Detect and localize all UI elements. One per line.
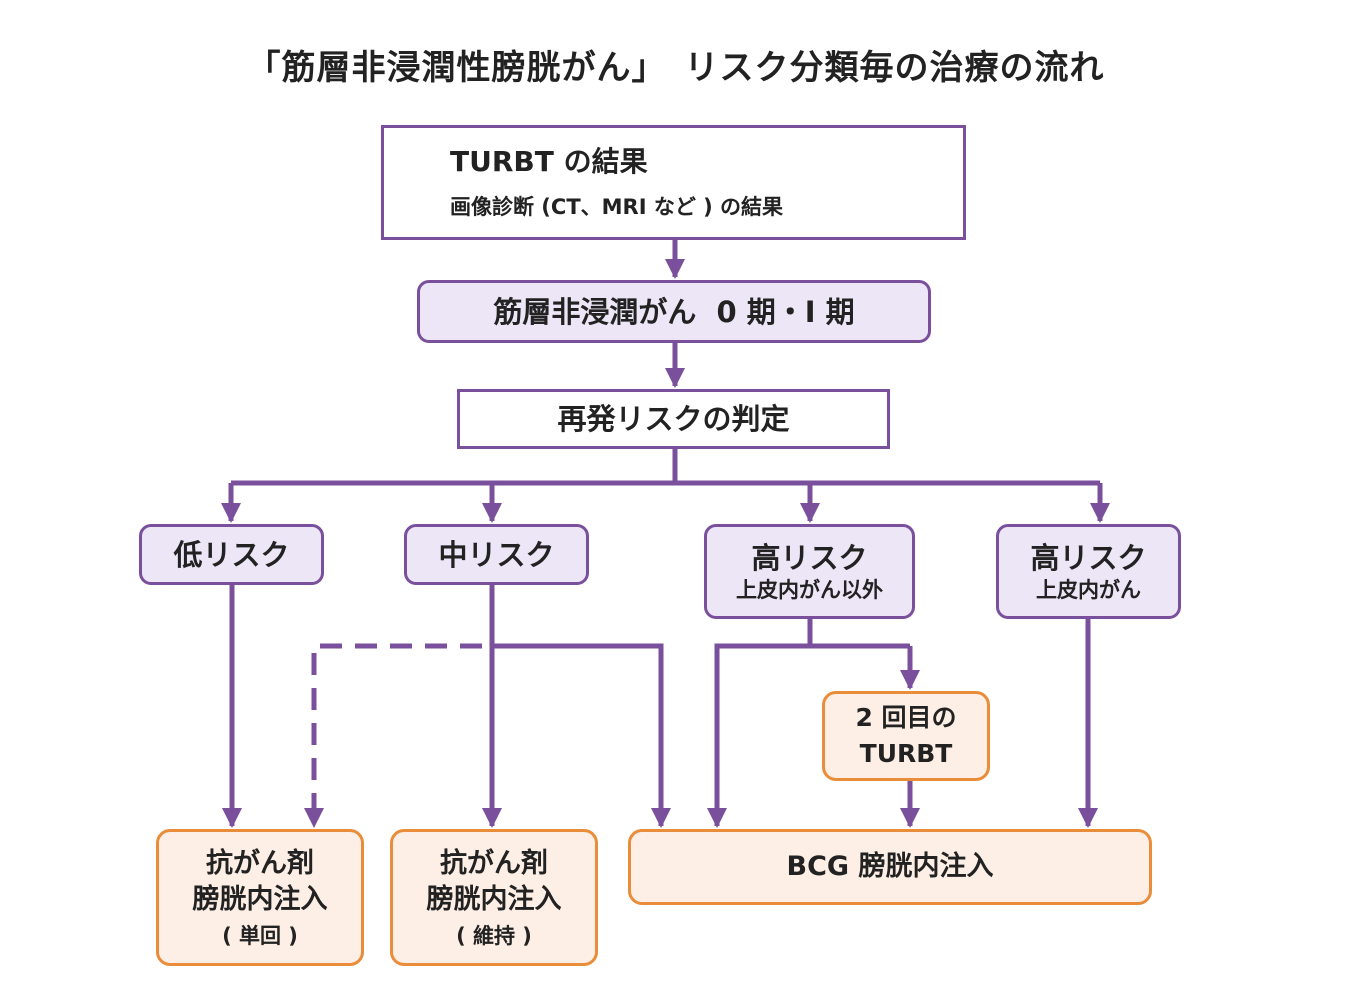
second-turbt-label-1: 2 回目の <box>855 703 957 732</box>
low-risk-box: 低リスク <box>139 524 324 585</box>
stage-box: 筋層非浸潤がん 0 期・I 期 <box>417 280 931 343</box>
second-turbt-label-2: TURBT <box>859 739 953 768</box>
high-risk-cis-label: 高リスク <box>1030 540 1147 575</box>
turbt-result-label: TURBT の結果 <box>450 144 648 178</box>
chemo-maintenance-label-1: 抗がん剤 <box>440 847 548 879</box>
chemo-single-label-2: 膀胱内注入 <box>192 883 328 915</box>
high-risk-other-sublabel: 上皮内がん以外 <box>736 577 883 602</box>
arrow-high-other-to-bcg <box>707 643 910 828</box>
chemo-single-sublabel: ( 単回 ) <box>222 923 298 948</box>
page-title: 「筋層非浸潤性膀胱がん」 リスク分類毎の治療の流れ <box>246 48 1105 88</box>
chemo-maintenance-box: 抗がん剤 膀胱内注入 ( 維持 ) <box>390 829 598 966</box>
mid-risk-box: 中リスク <box>404 524 589 585</box>
stage-label: 筋層非浸潤がん 0 期・I 期 <box>493 294 855 329</box>
chemo-maintenance-label-2: 膀胱内注入 <box>426 883 562 915</box>
high-risk-cis-sublabel: 上皮内がん <box>1036 577 1141 602</box>
bcg-box: BCG 膀胱内注入 <box>628 829 1152 905</box>
chemo-maintenance-sublabel: ( 維持 ) <box>456 923 532 948</box>
mid-risk-label: 中リスク <box>438 537 555 572</box>
chemo-single-box: 抗がん剤 膀胱内注入 ( 単回 ) <box>156 829 364 966</box>
low-risk-label: 低リスク <box>173 537 290 572</box>
arrow-mid-to-bcg <box>492 643 671 828</box>
chemo-single-label-1: 抗がん剤 <box>206 847 314 879</box>
high-risk-other-box: 高リスク 上皮内がん以外 <box>704 524 915 619</box>
arrow-mid-to-chemo-single-optional <box>304 643 482 828</box>
turbt-result-box: TURBT の結果 画像診断 (CT、MRI など ) の結果 <box>381 125 966 240</box>
recurrence-risk-label: 再発リスクの判定 <box>557 402 790 436</box>
high-risk-cis-box: 高リスク 上皮内がん <box>996 524 1181 619</box>
second-turbt-box: 2 回目の TURBT <box>822 691 990 781</box>
recurrence-risk-box: 再発リスクの判定 <box>457 389 890 449</box>
imaging-result-label: 画像診断 (CT、MRI など ) の結果 <box>450 194 784 219</box>
bcg-label: BCG 膀胱内注入 <box>786 851 994 882</box>
high-risk-other-label: 高リスク <box>751 540 868 575</box>
